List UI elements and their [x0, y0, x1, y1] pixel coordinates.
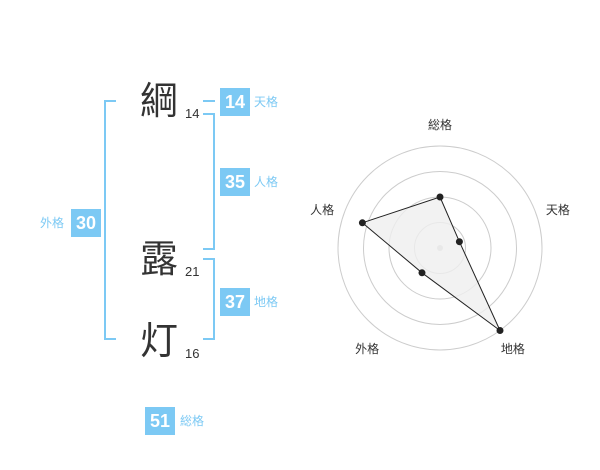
chikaku-bracket: [203, 258, 215, 340]
soukaku-label: 総格: [180, 414, 205, 428]
name-char-1-strokes: 14: [185, 106, 200, 121]
chikaku-value: 37: [220, 288, 250, 316]
radar-axis-label-2: 天格: [545, 203, 570, 218]
radar-axis-label-1: 総格: [428, 117, 453, 132]
gaikaku-bracket: [104, 100, 116, 340]
radar-point-4: [418, 269, 426, 277]
radar-ring: [363, 171, 517, 325]
name-char-3: 灯: [140, 319, 179, 363]
chikaku-label: 地格: [254, 295, 279, 309]
tenkaku-bracket: [203, 100, 215, 102]
radar-point-1: [436, 193, 444, 201]
jinkaku-bracket: [203, 113, 215, 250]
radar-point-3: [496, 327, 504, 334]
name-char-2: 露: [140, 237, 179, 281]
name-char-1: 綱: [140, 79, 179, 123]
radar-ring: [337, 145, 543, 351]
name-char-2-strokes: 21: [185, 264, 200, 279]
jinkaku-label: 人格: [254, 175, 279, 189]
gaikaku-value: 30: [71, 209, 101, 237]
tenkaku-value: 14: [220, 88, 250, 116]
radar-svg: [337, 145, 543, 351]
radar-point-5: [358, 219, 366, 227]
radar-axis-label-5: 人格: [310, 203, 335, 218]
radar-polygon: [361, 196, 501, 331]
gaikaku-label: 外格: [40, 216, 65, 230]
jinkaku-value: 35: [220, 168, 250, 196]
name-breakdown: 綱 14 露 21 灯 16 14 天格 35 人格 37 地格 外格 30 5…: [40, 79, 279, 435]
name-char-3-strokes: 16: [185, 346, 200, 361]
radar-chart: 総格天格地格 外格 人格: [300, 100, 590, 370]
tenkaku-label: 天格: [254, 95, 279, 109]
soukaku-value: 51: [145, 407, 175, 435]
radar-axis-label-3: 地格: [500, 341, 525, 356]
radar-axis-label-4: 外格: [355, 341, 380, 356]
radar-point-2: [455, 238, 463, 246]
